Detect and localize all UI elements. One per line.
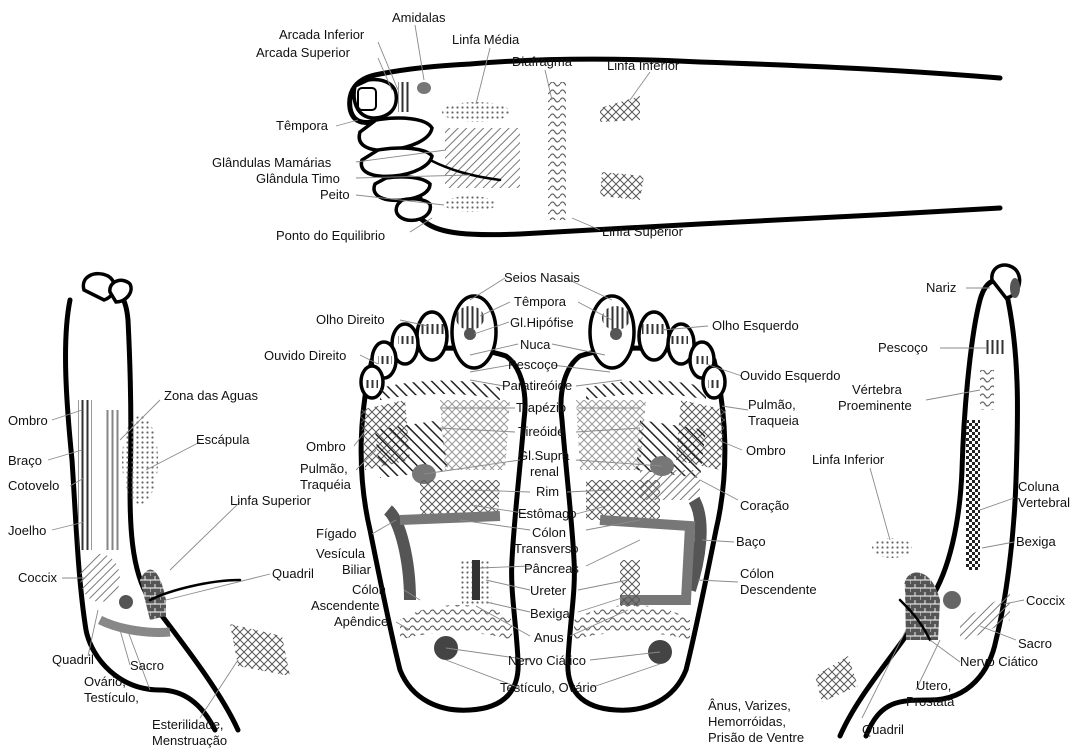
label-quadril-left-bottom: Quadril	[52, 652, 94, 667]
label-bexiga-right: Bexiga	[1016, 534, 1057, 549]
label-ponto-equilibrio: Ponto do Equilibrio	[276, 228, 385, 243]
label-linfa-inferior-right: Linfa Inferior	[812, 452, 885, 467]
label-trapezio: Trapézio	[516, 400, 566, 415]
label-olho-direito: Olho Direito	[316, 312, 385, 327]
label-gl-hipofise: Gl.Hipófise	[510, 315, 574, 330]
label-coluna-2: Vertebral	[1018, 495, 1070, 510]
label-renal: renal	[530, 464, 559, 479]
label-baco: Baço	[736, 534, 766, 549]
label-linfa-superior-top: Linfa Superior	[602, 224, 684, 239]
label-pancreas: Pâncreas	[524, 561, 579, 576]
label-bexiga: Bexiga	[530, 606, 571, 621]
label-linfa-inferior-top: Linfa Inferior	[607, 58, 680, 73]
label-rim: Rim	[536, 484, 559, 499]
label-testiculo-ovario: Testículo, Ovário	[500, 680, 597, 695]
label-pescoco-right: Pescoço	[878, 340, 928, 355]
label-glandula-timo: Glândula Timo	[256, 171, 340, 186]
label-ombro-mid-right: Ombro	[746, 443, 786, 458]
label-transverso: Transverso	[514, 541, 579, 556]
label-colon-desc-2: Descendente	[740, 582, 817, 597]
label-ovario-1: Ovário,	[84, 674, 126, 689]
label-tireoide: Tireóide	[518, 424, 564, 439]
label-biliar: Biliar	[342, 562, 372, 577]
label-olho-esquerdo: Olho Esquerdo	[712, 318, 799, 333]
label-utero-1: Utero,	[916, 678, 951, 693]
label-nervo-ciatico-right: Nervo Ciático	[960, 654, 1038, 669]
label-tempora-top: Têmpora	[276, 118, 329, 133]
label-gl-supra: Gl.Supra	[518, 448, 570, 463]
label-apendice: Apêndice	[334, 614, 388, 629]
label-nariz: Nariz	[926, 280, 956, 295]
label-colon-asc-2: Ascendente	[311, 598, 380, 613]
label-pulmao-right-2: Traqueia	[748, 413, 800, 428]
label-escapula: Escápula	[196, 432, 250, 447]
label-braco: Braço	[8, 453, 42, 468]
label-coccix-right: Coccix	[1026, 593, 1066, 608]
label-anus-varizes-1: Ânus, Varizes,	[708, 698, 791, 713]
label-vesicula: Vesícula	[316, 546, 366, 561]
label-pescoco: Pescoço	[508, 357, 558, 372]
label-cotovelo: Cotovelo	[8, 478, 59, 493]
label-esterilidade-1: Esterilidade,	[152, 717, 224, 732]
label-sacro-left: Sacro	[130, 658, 164, 673]
label-peito: Peito	[320, 187, 350, 202]
label-zona-aguas: Zona das Aguas	[164, 388, 258, 403]
label-ovario-2: Testículo,	[84, 690, 139, 705]
label-glandulas-mamarias: Glândulas Mamárias	[212, 155, 332, 170]
label-vertebra-2: Proeminente	[838, 398, 912, 413]
label-sacro-right: Sacro	[1018, 636, 1052, 651]
label-tempora: Têmpora	[514, 294, 567, 309]
label-linfa-superior-left: Linfa Superior	[230, 493, 312, 508]
sole-right	[561, 296, 726, 710]
label-arcada-superior: Arcada Superior	[256, 45, 351, 60]
label-anus-varizes-2: Hemorróidas,	[708, 714, 786, 729]
label-vertebra-1: Vértebra	[852, 382, 903, 397]
label-anus: Anus	[534, 630, 564, 645]
label-joelho: Joelho	[8, 523, 46, 538]
label-anus-varizes-3: Prisão de Ventre	[708, 730, 804, 745]
sole-left	[360, 296, 525, 710]
label-ouvido-esquerdo: Ouvido Esquerdo	[740, 368, 840, 383]
label-quadril-left: Quadril	[272, 566, 314, 581]
label-arcada-inferior: Arcada Inferior	[279, 27, 365, 42]
label-quadril-right: Quadril	[862, 722, 904, 737]
label-pulmao-right-1: Pulmão,	[748, 397, 796, 412]
label-colon-desc-1: Cólon	[740, 566, 774, 581]
top-foot	[350, 59, 1000, 234]
label-pulmao-left-2: Traquéia	[300, 477, 352, 492]
label-ouvido-direito: Ouvido Direito	[264, 348, 346, 363]
label-ombro-mid-left: Ombro	[306, 439, 346, 454]
label-utero-2: Prostata	[906, 694, 955, 709]
label-colon-asc-1: Cólon	[352, 582, 386, 597]
label-amidalas: Amidalas	[392, 10, 446, 25]
label-ombro-left: Ombro	[8, 413, 48, 428]
label-nuca: Nuca	[520, 337, 551, 352]
label-diafragma: Diafragma	[512, 54, 573, 69]
label-nervo-ciatico: Nervo Ciático	[508, 653, 586, 668]
label-seios-nasais: Seios Nasais	[504, 270, 580, 285]
label-colon: Cólon	[532, 525, 566, 540]
label-coccix-left: Coccix	[18, 570, 58, 585]
label-ureter: Ureter	[530, 583, 567, 598]
label-coracao: Coração	[740, 498, 789, 513]
label-pulmao-left-1: Pulmão,	[300, 461, 348, 476]
label-estomago: Estômago	[518, 506, 577, 521]
label-paratireoide: Paratireóide	[502, 378, 572, 393]
label-figado: Fígado	[316, 526, 356, 541]
label-esterilidade-2: Menstruação	[152, 733, 227, 748]
label-coluna-1: Coluna	[1018, 479, 1060, 494]
label-linfa-media: Linfa Média	[452, 32, 520, 47]
